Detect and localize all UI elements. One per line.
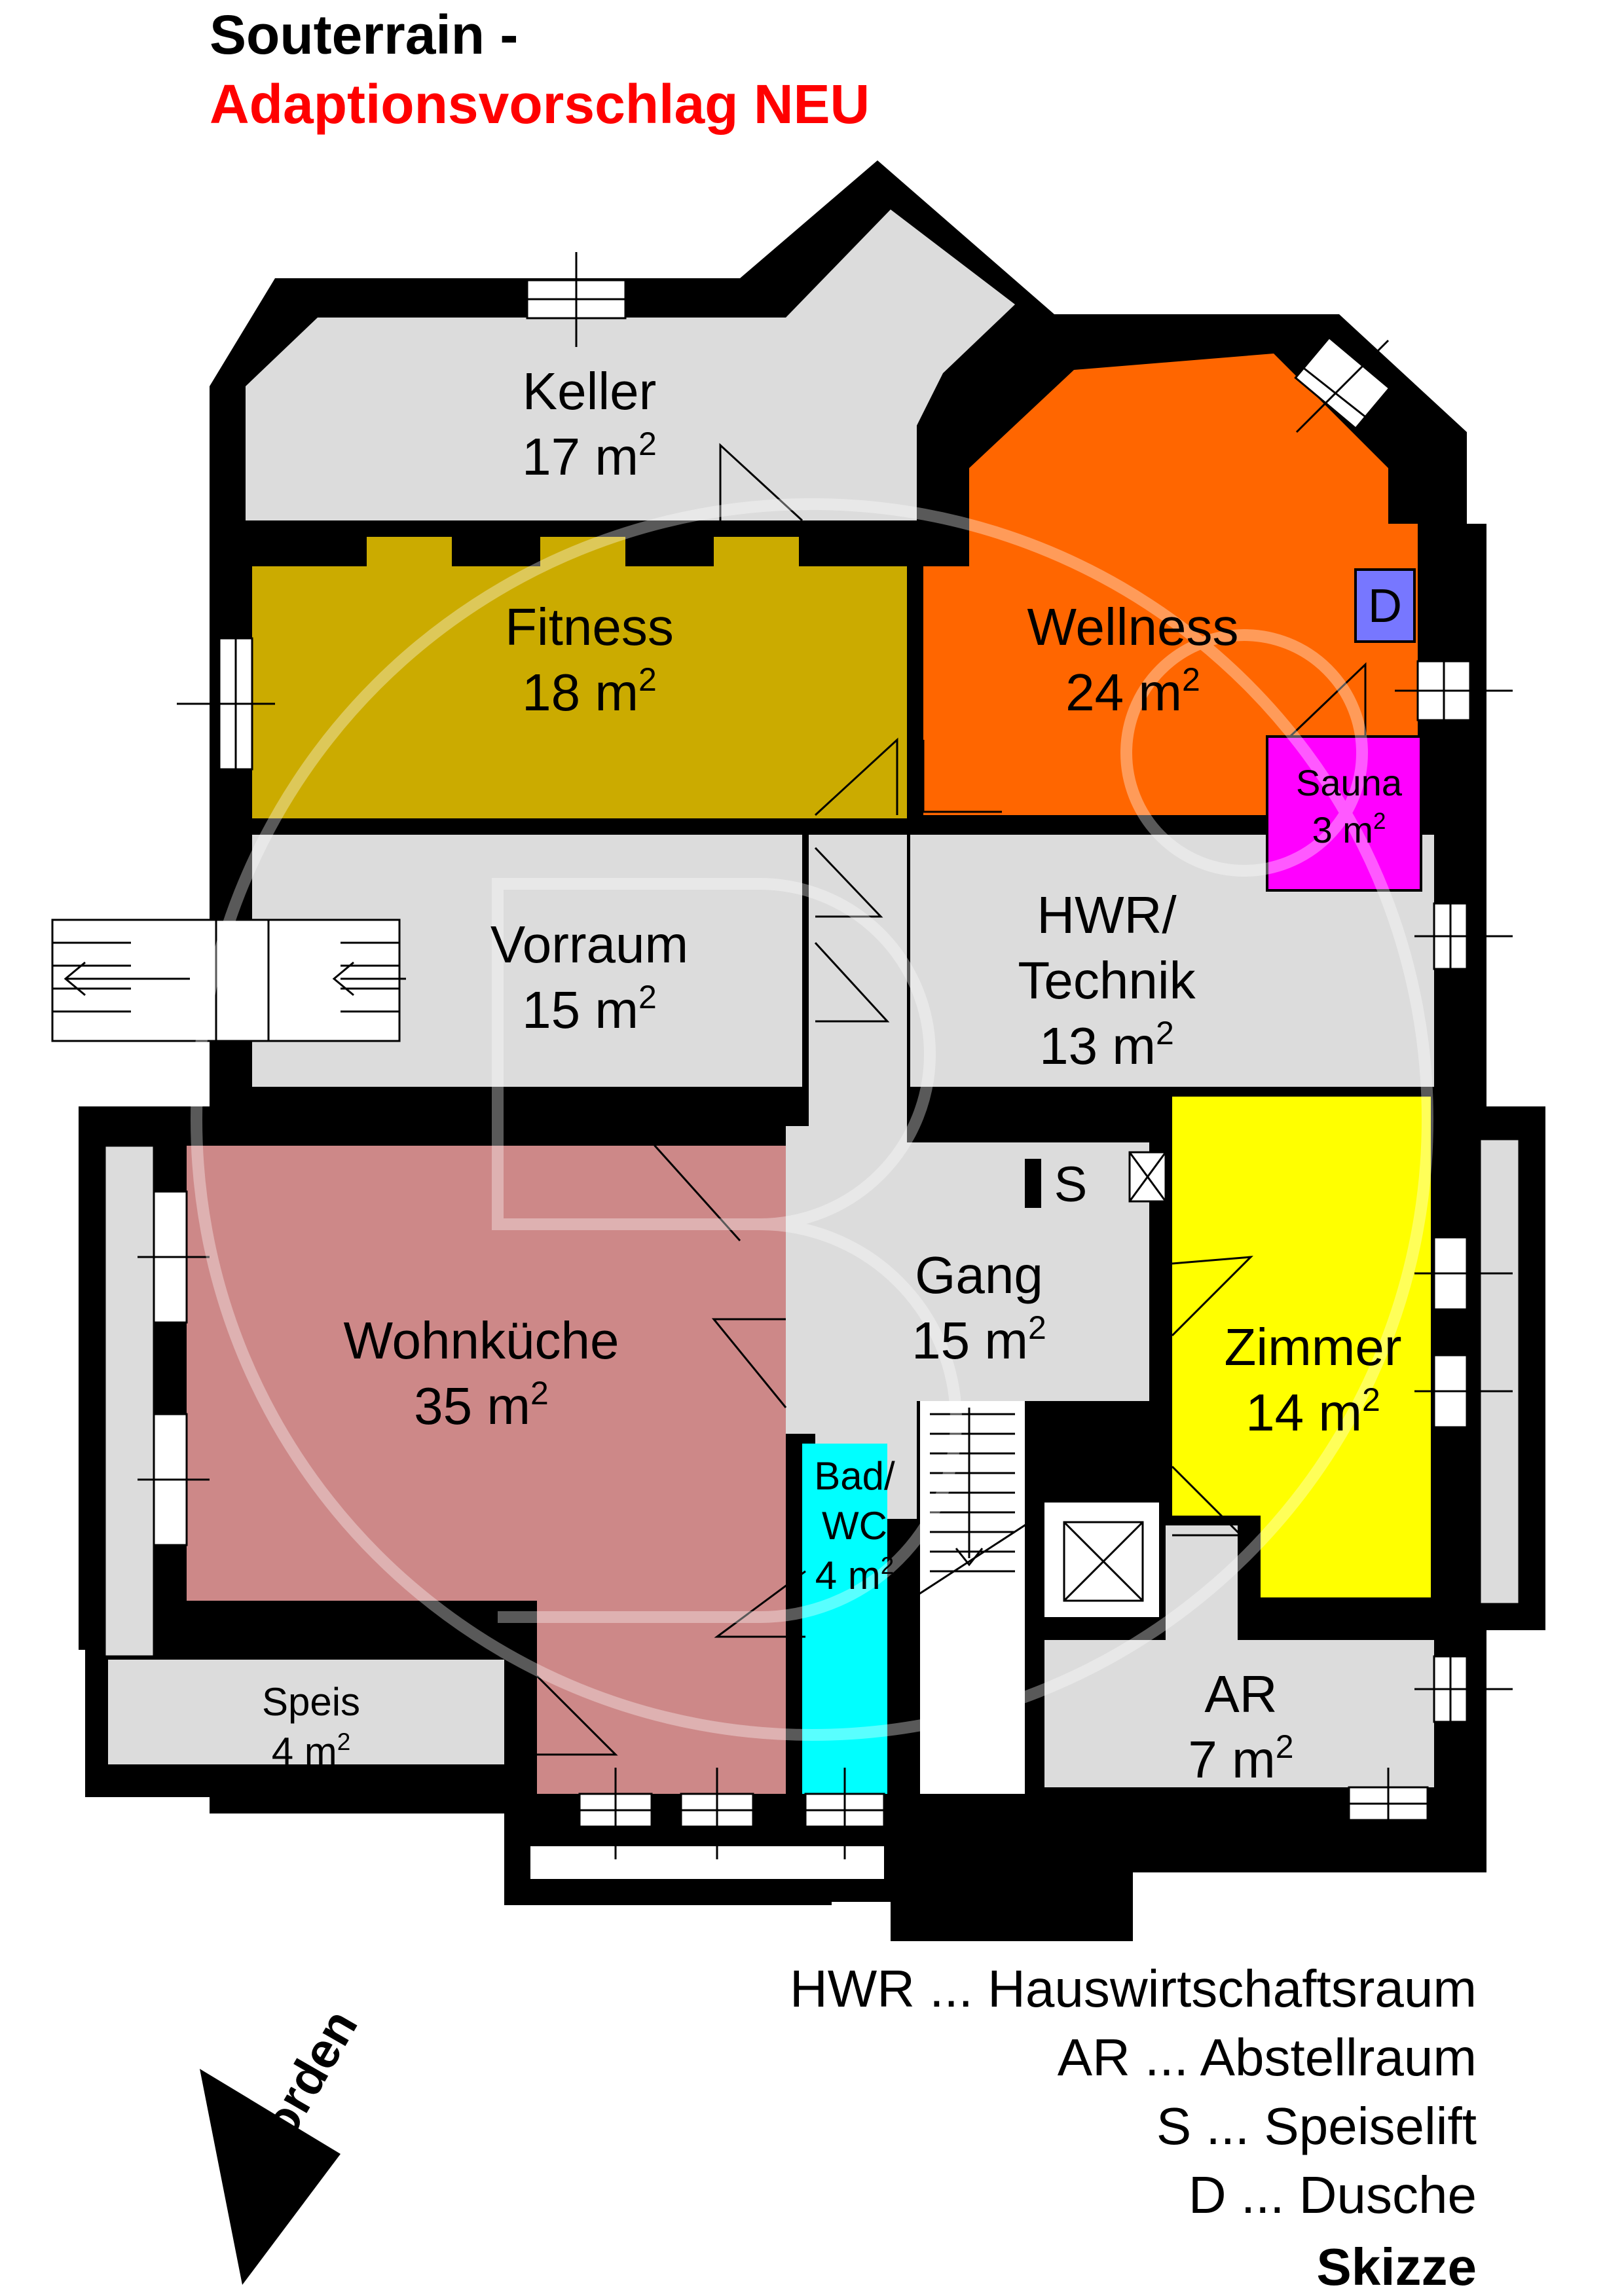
legend-item-ar: AR ... Abstellraum: [1058, 2028, 1477, 2086]
room-bad: [802, 1444, 887, 1794]
title-line-1: Souterrain -: [210, 4, 518, 65]
room-area-keller: 17 m2: [522, 426, 657, 486]
room-speis: [108, 1660, 504, 1764]
room-label-wellness: Wellness: [1027, 598, 1238, 656]
room-gang: [786, 835, 1149, 1519]
room-area-gang: 15 m2: [912, 1309, 1046, 1370]
fitness-pier-2: [540, 537, 625, 566]
north-arrow-icon: [200, 2069, 341, 2285]
lift-cross: [1063, 1521, 1144, 1602]
room-area-fitness: 18 m2: [522, 661, 657, 721]
wall-piers: [262, 1110, 1143, 1208]
room-sauna: [1266, 735, 1422, 892]
dusche-label: D: [1368, 580, 1402, 632]
room-label-zimmer: Zimmer: [1224, 1318, 1401, 1376]
room-label-fitness: Fitness: [505, 598, 674, 656]
room-fitness: [252, 566, 907, 818]
south-bay: [530, 1846, 884, 1879]
rooms: [108, 210, 1434, 1879]
sketch-label: Skizze: [1316, 2238, 1477, 2296]
legend-item-hwr: HWR ... Hauswirtschaftsraum: [790, 1959, 1477, 2018]
room-label-bad-2: WC: [822, 1504, 887, 1548]
room-label-bad: Bad/: [814, 1454, 895, 1498]
dusche-box: [1354, 568, 1416, 643]
stairs-interior: [903, 1408, 1035, 1605]
legend-item-d: D ... Dusche: [1189, 2166, 1477, 2224]
stairwell: [920, 1401, 1025, 1794]
title-line-2: Adaptionsvorschlag NEU: [210, 73, 870, 135]
room-label-hwr-2: Technik: [1018, 951, 1196, 1010]
room-area-vorraum: 15 m2: [522, 979, 657, 1039]
window-ticks: [138, 252, 1513, 1859]
room-wellness: [923, 354, 1418, 815]
room-label-hwr: HWR/: [1037, 886, 1177, 944]
speiselift-box: [1128, 1151, 1167, 1203]
lift-label: Lift: [1063, 1436, 1131, 1494]
room-wohnkueche: [187, 1146, 786, 1794]
room-area-hwr: 13 m2: [1039, 1015, 1174, 1075]
stairs-exterior: [51, 919, 406, 1042]
room-area-zimmer: 14 m2: [1246, 1381, 1380, 1442]
speiselift-label: S: [1054, 1157, 1088, 1212]
legend-item-s: S ... Speiselift: [1156, 2097, 1477, 2155]
room-label-wohnkueche: Wohnküche: [343, 1311, 619, 1370]
room-label-sauna: Sauna: [1296, 762, 1403, 803]
room-ar: [1044, 1525, 1434, 1787]
sauna-door: [1289, 662, 1367, 738]
room-area-wohnkueche: 35 m2: [414, 1375, 549, 1435]
room-label-speis: Speis: [262, 1680, 360, 1724]
fitness-pier-1: [367, 537, 452, 566]
room-area-wellness: 24 m2: [1065, 661, 1200, 721]
room-label-gang: Gang: [915, 1246, 1043, 1304]
room-label-keller: Keller: [523, 362, 657, 420]
room-label-vorraum: Vorraum: [490, 915, 688, 974]
watermark-logo: [191, 498, 1433, 1741]
room-keller: [246, 210, 1015, 520]
fitness-pier-3: [714, 537, 799, 566]
room-label-ar: AR: [1204, 1665, 1277, 1723]
room-zimmer: [1172, 1097, 1431, 1597]
